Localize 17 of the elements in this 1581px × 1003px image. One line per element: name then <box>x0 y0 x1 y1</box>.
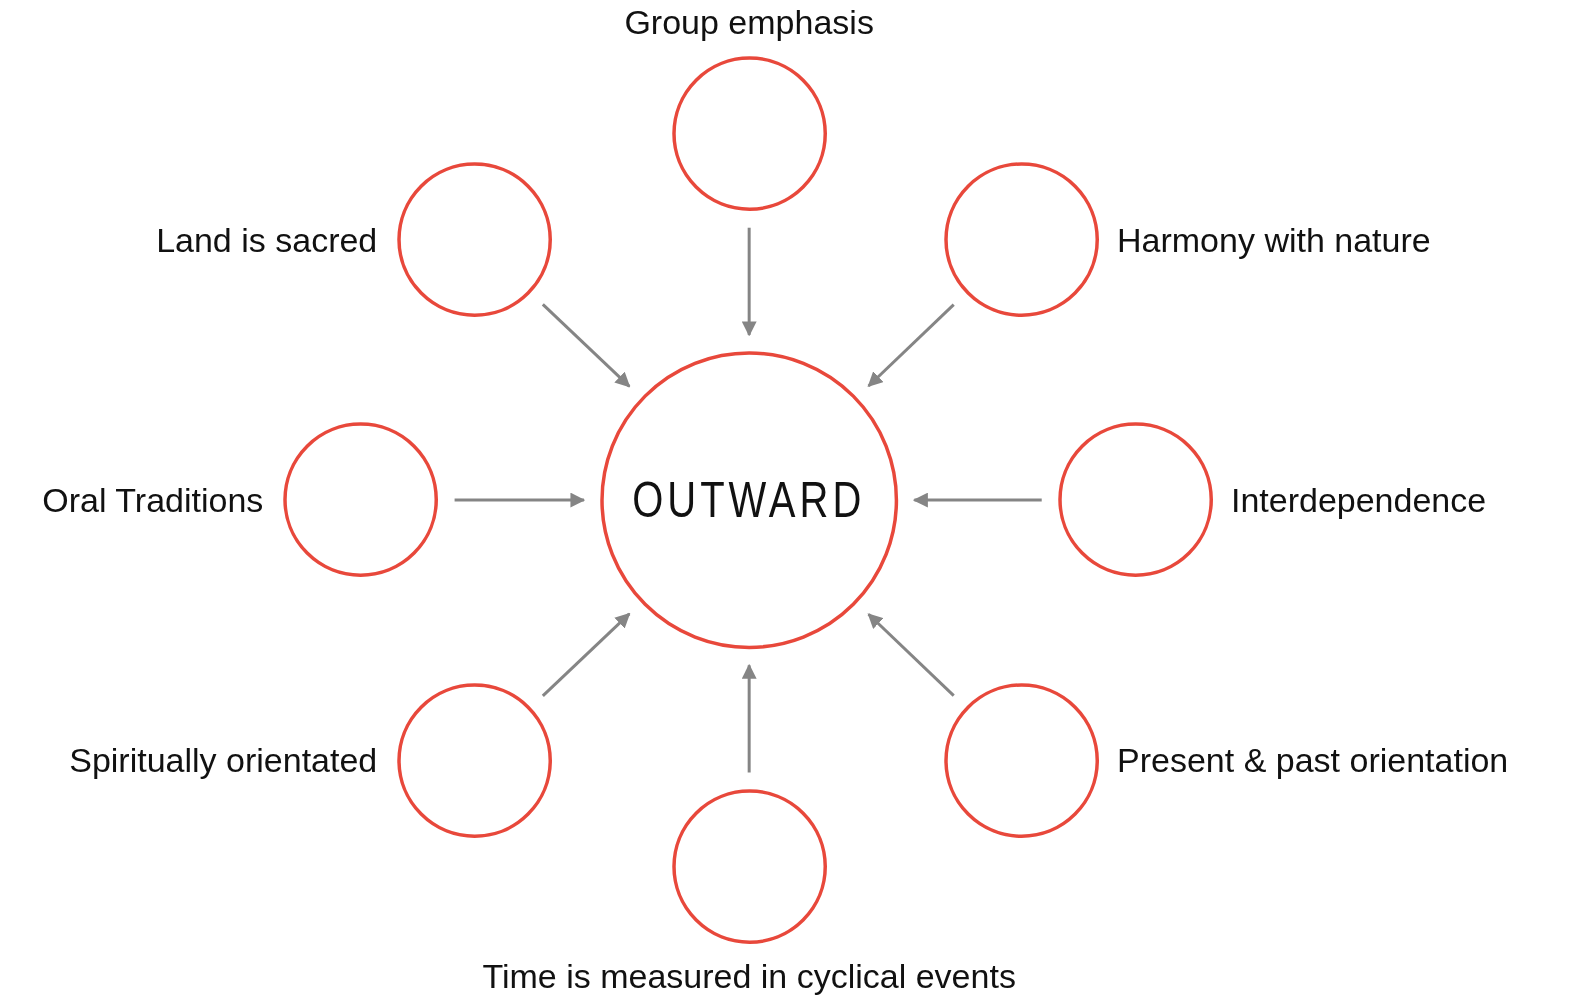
circle-caption: Land is sacred <box>156 219 378 261</box>
arrow <box>867 303 955 388</box>
circle-caption: Present & past orientation <box>1117 739 1509 781</box>
circle-caption: Oral Traditions <box>42 479 264 521</box>
arrow <box>867 613 955 697</box>
arrow <box>741 663 757 773</box>
circle-caption: Time is measured in cyclical events <box>482 955 1016 997</box>
circle-caption: Harmony with nature <box>1117 219 1431 261</box>
arrow <box>454 492 586 508</box>
circle-caption: Interdependence <box>1230 479 1487 521</box>
circle-caption: Spiritually orientated <box>69 739 378 781</box>
node-label: OUTWARD <box>632 471 866 530</box>
circle-caption: Group emphasis <box>624 1 874 43</box>
arrow <box>541 303 631 388</box>
arrow <box>541 612 631 697</box>
arrow <box>912 492 1042 508</box>
arrow <box>741 227 757 337</box>
